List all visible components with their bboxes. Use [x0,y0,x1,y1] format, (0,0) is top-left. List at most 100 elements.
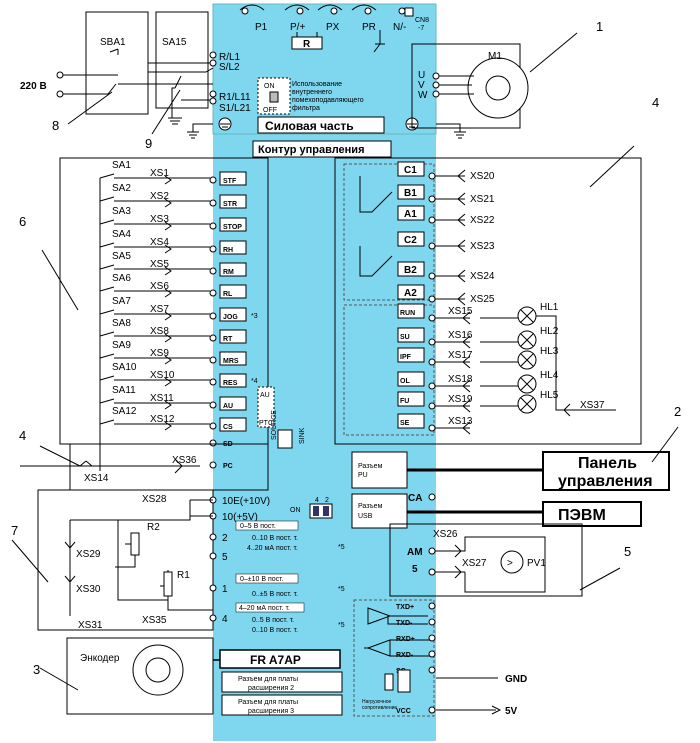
out-wire [435,379,471,393]
callout-3: 3 [33,662,40,677]
lamp-wire [480,333,534,347]
input-wire [99,196,210,202]
hl-3: HL4 [540,370,559,381]
svg-text:фильтра: фильтра [292,105,320,112]
relay-term-1: B1 [404,188,417,199]
sa-label-10: SA11 [112,385,136,396]
input-term-1: STR [223,201,237,208]
input-term-11: CS [223,424,233,431]
hl-1: HL2 [540,326,559,337]
svg-text:внутреннего: внутреннего [292,89,332,96]
input-term-6: JOG [223,314,238,321]
analog-input-frame [37,489,214,631]
out-xs-1: XS16 [448,330,473,341]
relay-term-box [397,205,425,221]
out-term-4: FU [400,398,409,405]
callout-9: 9 [145,136,152,151]
input-node [209,461,217,469]
term-w: W [418,90,428,101]
xs31-label: XS31 [78,620,103,631]
input-term-box [219,171,247,186]
out-term-3: OL [400,378,410,385]
xs-connector [164,221,172,231]
xs-left-11: XS12 [150,414,175,425]
control-panel-label-2: управления [558,473,653,490]
input-term-box [219,217,247,232]
xs37-wire [536,315,616,417]
switch-4: 4 [315,497,319,504]
encoder-box [66,637,214,715]
callout-2: 2 [674,404,681,419]
xs-connector [164,355,172,365]
input-term-box [219,373,247,388]
callout-4b: 4 [19,428,26,443]
xs-connector [164,266,172,276]
a4-note-2: 0..5 В пост. т. [252,617,294,624]
term-v: V [418,80,425,91]
input-node [209,222,217,230]
power-section-border [212,3,437,135]
xs27-label: XS27 [462,558,487,569]
a4-note-1: 4–20 мА пост. т. [239,605,290,612]
input-node [209,245,217,253]
term-n-minus: N/- [393,22,406,33]
pu-label-1: Разъем [358,463,383,470]
comm-node [428,650,436,658]
input-node [209,176,217,184]
sa15-label: SA15 [162,37,187,48]
out-wire [435,311,471,325]
input-term-0: STF [223,178,237,185]
comm-term-5: VCC [396,708,411,715]
control-panel-box [542,451,670,491]
term-sl2: S/L2 [219,62,240,73]
input-wire [99,242,210,248]
input-term-2: STOP [223,224,242,231]
relay-term-box [397,184,425,200]
exp3-label-1: Разъем для платы [238,699,298,706]
sa-label-4: SA5 [112,251,131,262]
comm-node [428,602,436,610]
pu-label-2: PU [358,472,368,479]
out-xs-4: XS19 [448,394,473,405]
xs-left-1: XS2 [150,191,169,202]
relay-wire [435,192,466,206]
pc-box [542,501,642,527]
xs-left-2: XS3 [150,214,169,225]
input-node [209,356,217,364]
a1-note-2: 0..±5 В пост. т. [252,591,298,598]
callout-5: 5 [624,544,631,559]
lamp-wire [480,377,534,391]
input-term-box [219,284,247,299]
xs-left-10: XS11 [150,393,174,404]
note-5c: *5 [338,622,345,629]
sa-label-1: SA2 [112,183,131,194]
power-section-label: Силовая часть [265,119,354,133]
relay-term-box [397,231,425,247]
out-term-5: SE [400,420,410,427]
input-wire [99,264,210,270]
xs26-label: XS26 [433,529,458,540]
input-node [209,422,217,430]
relay-wire [435,292,466,306]
fr-a7ap-box [219,649,341,669]
out-term-box [397,371,425,387]
filter-on: ON [264,83,275,90]
au-label: AU [260,392,270,399]
term-ca: CA [408,493,422,504]
xs35-label: XS35 [142,615,167,626]
input-node [209,439,217,447]
relay-xs-3: XS23 [470,241,495,252]
a4-note-3: 0..10 В пост. т. [252,627,298,634]
sa-label-2: SA3 [112,206,131,217]
input-wire [99,398,210,404]
relay-node [428,195,436,203]
load-res-1: Нагрузочное [362,699,391,705]
out-wire [435,335,471,349]
out-term-box [397,391,425,407]
pv1-label: PV1 [527,558,546,569]
input-term-box [219,194,247,209]
input-wire [99,173,210,179]
out-node [428,338,436,346]
lamp-wire [480,309,534,323]
